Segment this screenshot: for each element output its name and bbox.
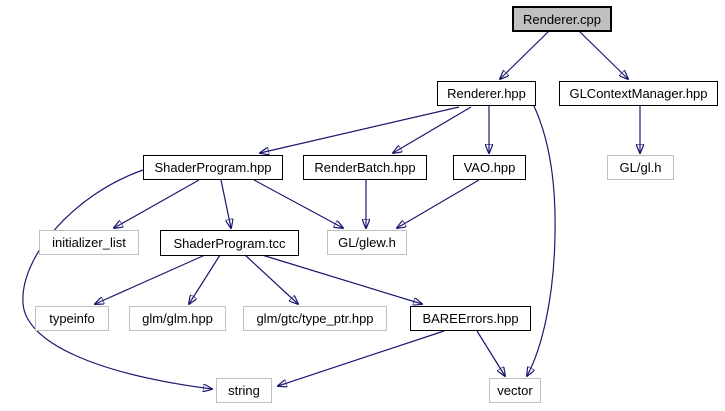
edge-shaderprogram-tcc-to-glm-gtc-type-ptr-hpp xyxy=(244,254,298,304)
node-glm-glm-hpp: glm/glm.hpp xyxy=(129,306,226,331)
edge-shaderprogram-hpp-to-initializer-list xyxy=(114,179,200,228)
edge-vao-hpp-to-gl-glew-h xyxy=(397,179,480,228)
node-shaderprogram-tcc[interactable]: ShaderProgram.tcc xyxy=(160,230,299,256)
node-renderer-hpp[interactable]: Renderer.hpp xyxy=(437,81,536,106)
edge-shaderprogram-tcc-to-glm-glm-hpp xyxy=(189,254,221,304)
edge-renderer-hpp-to-renderbatch-hpp xyxy=(393,106,472,153)
node-renderer-cpp: Renderer.cpp xyxy=(512,6,612,32)
edge-renderer-cpp-to-renderer-hpp xyxy=(500,30,550,79)
node-gl-glew-h: GL/glew.h xyxy=(327,230,407,255)
node-glm-gtc-type-ptr-hpp: glm/gtc/type_ptr.hpp xyxy=(243,306,387,331)
node-vao-hpp[interactable]: VAO.hpp xyxy=(453,155,526,180)
node-string: string xyxy=(216,378,272,403)
edge-bareerrors-hpp-to-vector xyxy=(476,330,505,376)
edge-renderer-cpp-to-glcontextmanager-hpp xyxy=(578,30,628,79)
node-renderbatch-hpp[interactable]: RenderBatch.hpp xyxy=(303,155,427,180)
node-shaderprogram-hpp[interactable]: ShaderProgram.hpp xyxy=(143,155,283,180)
edge-shaderprogram-hpp-to-gl-glew-h xyxy=(253,179,343,228)
edge-bareerrors-hpp-to-string xyxy=(278,330,445,386)
node-glcontextmanager-hpp[interactable]: GLContextManager.hpp xyxy=(559,81,718,106)
node-bareerrors-hpp[interactable]: BAREErrors.hpp xyxy=(410,306,531,331)
edge-shaderprogram-tcc-to-typeinfo xyxy=(95,254,206,304)
edge-renderer-hpp-to-vector xyxy=(527,105,556,376)
node-initializer-list: initializer_list xyxy=(39,230,139,255)
edge-shaderprogram-tcc-to-bareerrors-hpp xyxy=(261,254,422,304)
node-vector: vector xyxy=(489,378,541,403)
edge-shaderprogram-hpp-to-shaderprogram-tcc xyxy=(220,179,231,228)
edge-shaderprogram-hpp-to-string xyxy=(22,169,212,389)
node-gl-gl-h: GL/gl.h xyxy=(607,155,674,180)
edge-renderer-hpp-to-shaderprogram-hpp xyxy=(260,106,460,153)
node-typeinfo: typeinfo xyxy=(35,306,109,331)
